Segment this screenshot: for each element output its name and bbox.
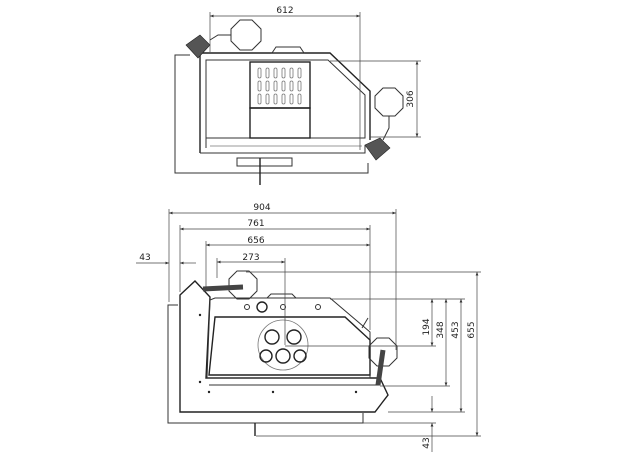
top-grille-slots <box>257 67 302 105</box>
top-body-outline <box>199 52 371 153</box>
dim-label-306: 306 <box>406 90 416 107</box>
front-left-pipe <box>202 284 244 292</box>
top-right-pipe-connector <box>364 137 391 161</box>
dim-label-656: 656 <box>247 236 264 246</box>
front-body <box>206 297 371 379</box>
top-base-plate <box>236 157 293 167</box>
front-flue-collar <box>265 293 298 299</box>
front-vent-grille <box>257 319 309 371</box>
front-screw-dots <box>198 313 358 394</box>
top-left-pipe-octagon <box>230 19 262 51</box>
front-top-outlet <box>256 301 268 313</box>
dim-label-348: 348 <box>436 321 446 338</box>
dim-label-612: 612 <box>276 6 293 16</box>
front-glass-door <box>208 316 371 376</box>
front-outer-frame <box>167 304 364 424</box>
dim-label-761: 761 <box>247 219 264 229</box>
front-view: 904 761 656 273 43 194 348 453 655 43 <box>136 203 481 452</box>
dim-label-655: 655 <box>467 321 477 338</box>
dim-label-273: 273 <box>242 253 259 263</box>
dim-label-453: 453 <box>451 321 461 338</box>
dim-label-904: 904 <box>253 203 270 213</box>
dim-label-43-bottom: 43 <box>422 437 432 448</box>
top-right-pipe-octagon <box>374 87 404 117</box>
dim-label-194: 194 <box>422 318 432 335</box>
top-flue-collar <box>271 46 305 54</box>
dim-label-43-side: 43 <box>139 253 150 263</box>
front-right-pipe-octagon <box>368 337 398 367</box>
top-view: 612 306 <box>174 6 421 185</box>
top-outer-frame <box>174 54 369 174</box>
front-right-pipe <box>375 349 386 386</box>
front-left-pipe-octagon <box>228 270 258 300</box>
